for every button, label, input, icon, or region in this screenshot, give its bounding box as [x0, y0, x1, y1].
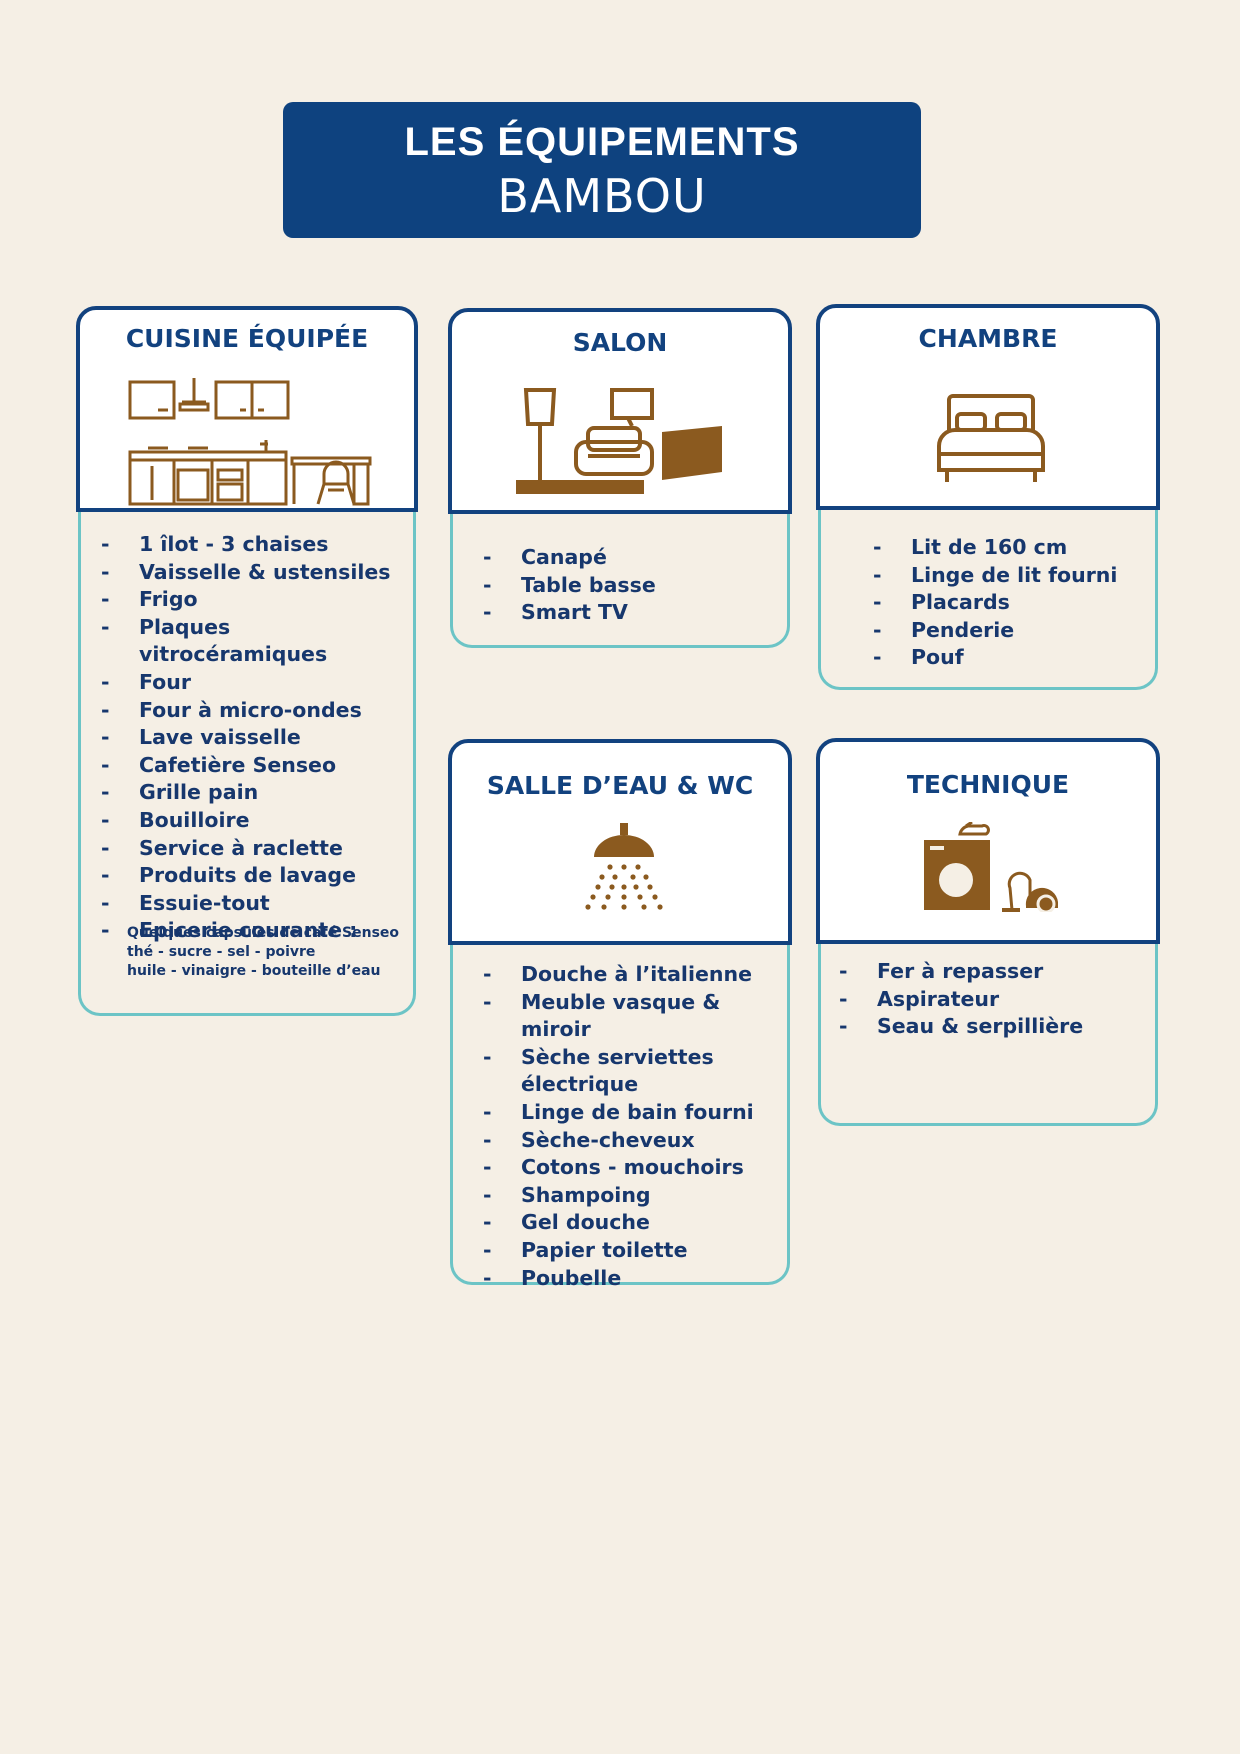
card-cuisine-header: CUISINE ÉQUIPÉE — [76, 306, 418, 512]
list-item: Four à micro-ondes — [101, 697, 413, 725]
list-item: Poubelle — [483, 1265, 787, 1293]
list-item: Gel douche — [483, 1209, 787, 1237]
list-item: Douche à l’italienne — [483, 961, 787, 989]
list-item: Linge de lit fourni — [873, 562, 1117, 590]
list-item: Frigo — [101, 586, 413, 614]
card-cuisine-body: 1 îlot - 3 chaises Vaisselle & ustensile… — [78, 512, 416, 1016]
card-salon-title: SALON — [572, 328, 668, 357]
card-chambre-title: CHAMBRE — [918, 324, 1058, 353]
card-salle-eau-header: SALLE D’EAU & WC — [448, 739, 792, 945]
card-cuisine: CUISINE ÉQUIPÉE 1 îlot - 3 chaises Vaiss… — [76, 306, 418, 1016]
list-item: Essuie-tout — [101, 890, 413, 918]
list-item: Sèche serviettes — [483, 1044, 787, 1072]
list-item: électrique — [521, 1072, 639, 1097]
list-item: Smart TV — [483, 599, 656, 627]
list-item: Lave vaisselle — [101, 724, 413, 752]
card-salon-body: Canapé Table basse Smart TV — [450, 514, 790, 648]
list-item: Papier toilette — [483, 1237, 787, 1265]
list-item: Canapé — [483, 544, 656, 572]
list-item: Service à raclette — [101, 835, 413, 863]
list-item: 1 îlot - 3 chaises — [101, 531, 413, 559]
list-item: Vaisselle & ustensiles — [101, 559, 413, 587]
living-room-icon — [516, 388, 722, 494]
page-title-banner: LES ÉQUIPEMENTS BAMBOU — [283, 102, 921, 238]
list-item: Aspirateur — [839, 986, 1083, 1014]
list-item: Linge de bain fourni — [483, 1099, 787, 1127]
card-salle-eau-title: SALLE D’EAU & WC — [486, 771, 754, 800]
card-salon-header: SALON — [448, 308, 792, 514]
list-item: Cafetière Senseo — [101, 752, 413, 780]
card-technique-body: Fer à repasser Aspirateur Seau & serpill… — [818, 944, 1158, 1126]
list-item: Seau & serpillière — [839, 1013, 1083, 1041]
list-item: Meuble vasque & miroir — [483, 989, 787, 1044]
list-item: Plaques vitrocéramiques — [101, 614, 413, 669]
list-item: Shampoing — [483, 1182, 787, 1210]
note-line: thé - sucre - sel - poivre — [127, 944, 316, 960]
shower-icon — [585, 823, 663, 910]
appliances-icon — [924, 822, 1058, 912]
cuisine-notes: Quelques capsules de café Senseo thé - s… — [127, 924, 399, 981]
card-chambre-header: CHAMBRE — [816, 304, 1160, 510]
bed-icon — [937, 394, 1045, 482]
list-item: Cotons - mouchoirs — [483, 1154, 787, 1182]
card-salle-eau: SALLE D’EAU & WC Douche à l’italienne Me… — [448, 739, 792, 1292]
list-item: Placards — [873, 589, 1117, 617]
list-item: Grille pain — [101, 779, 413, 807]
card-technique: TECHNIQUE Fer à repasser Aspirateur Seau… — [816, 738, 1160, 1126]
card-cuisine-title: CUISINE ÉQUIPÉE — [125, 324, 369, 353]
list-item: Lit de 160 cm — [873, 534, 1117, 562]
list-item: Sèche-cheveux — [483, 1127, 787, 1155]
list-item: Pouf — [873, 644, 1117, 672]
list-item: Table basse — [483, 572, 656, 600]
page-subtitle: BAMBOU — [497, 169, 707, 223]
list-item: Epicerie courante : — [101, 917, 413, 945]
list-item: Fer à repasser — [839, 958, 1083, 986]
list-item: Four — [101, 669, 413, 697]
list-item: Penderie — [873, 617, 1117, 645]
list-item: Produits de lavage — [101, 862, 413, 890]
kitchen-icon — [128, 378, 372, 506]
note-line: huile - vinaigre - bouteille d’eau — [127, 963, 381, 979]
card-chambre: CHAMBRE Lit de 160 cm Linge de lit fourn… — [816, 304, 1160, 690]
card-technique-title: TECHNIQUE — [906, 770, 1070, 799]
list-item: Bouilloire — [101, 807, 413, 835]
card-salle-eau-body: Douche à l’italienne Meuble vasque & mir… — [450, 945, 790, 1292]
page-title: LES ÉQUIPEMENTS — [404, 120, 800, 164]
note-line: Quelques capsules de café Senseo — [127, 925, 400, 941]
card-salon: SALON Canapé Table basse Smart TV — [448, 308, 792, 648]
card-technique-header: TECHNIQUE — [816, 738, 1160, 944]
card-chambre-body: Lit de 160 cm Linge de lit fourni Placar… — [818, 510, 1158, 690]
